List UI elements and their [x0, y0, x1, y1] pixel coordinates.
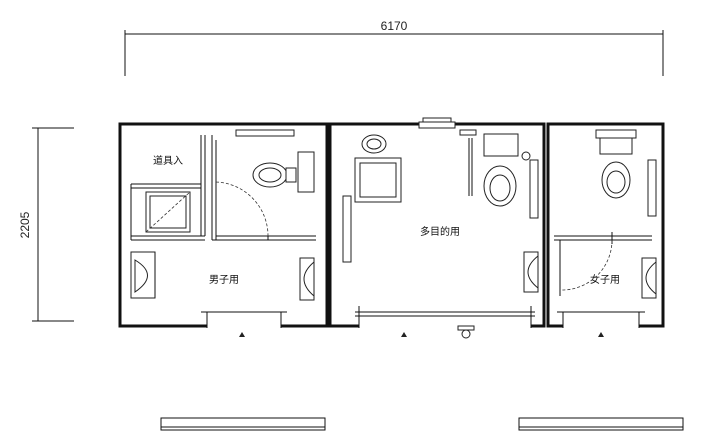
womens-label: 女子用 [590, 273, 620, 286]
bottom-bar-right [518, 417, 684, 431]
multipurpose-label: 多目的用 [420, 225, 460, 238]
womens-room: 女子用 [554, 129, 657, 299]
height-label: 2205 [18, 211, 32, 238]
width-label: 6170 [381, 19, 408, 33]
storage-label: 道具入 [153, 154, 183, 167]
mens-room: 男子用 [130, 129, 316, 301]
width-dimension: 6170 [124, 19, 664, 76]
bottom-bar-left [160, 417, 326, 431]
multipurpose-room: 多目的用 [342, 117, 539, 339]
entrance-arrow-multipurpose [401, 332, 407, 337]
entrance-markers [239, 332, 604, 337]
storage-room: 道具入 [130, 135, 206, 241]
entrance-arrow-womens [598, 332, 604, 337]
outer-walls [118, 122, 665, 330]
entrance-arrow-mens [239, 332, 245, 337]
bottom-bars [160, 417, 684, 431]
mens-label: 男子用 [209, 274, 239, 286]
height-dimension: 2205 [18, 127, 74, 322]
